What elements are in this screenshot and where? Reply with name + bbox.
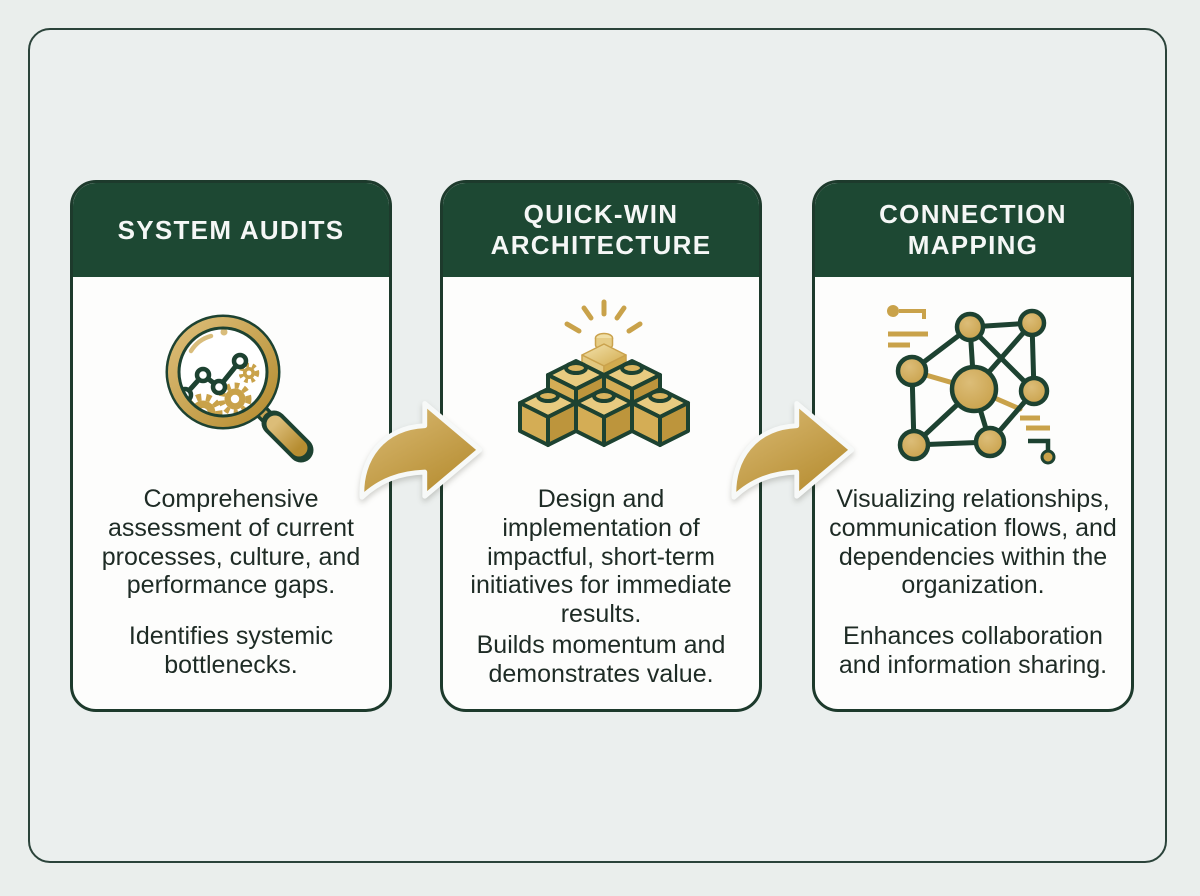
card-header: CONNECTION MAPPING	[815, 183, 1131, 277]
card-system-audits: SYSTEM AUDITS	[70, 180, 392, 712]
flow-arrow-1	[359, 401, 483, 500]
card-title: QUICK-WIN ARCHITECTURE	[490, 199, 712, 260]
network-graph-icon	[880, 293, 1066, 473]
magnifier-analytics-icon	[141, 293, 321, 473]
card-header: SYSTEM AUDITS	[73, 183, 389, 277]
card-paragraph: Design and implementation of impactful, …	[470, 485, 732, 628]
card-header: QUICK-WIN ARCHITECTURE	[443, 183, 759, 277]
card-paragraph: Enhances collaboration and information s…	[838, 622, 1108, 679]
card-body: Comprehensive assessment of current proc…	[73, 277, 389, 709]
card-paragraph: Identifies systemic bottlenecks.	[128, 622, 334, 679]
card-paragraph: Visualizing relationships, communication…	[829, 485, 1117, 600]
magnifier-analytics-svg	[165, 314, 314, 463]
card-body: Design and implementation of impactful, …	[443, 277, 759, 709]
building-blocks-icon	[505, 293, 697, 473]
card-title: CONNECTION MAPPING	[879, 199, 1067, 260]
card-title: SYSTEM AUDITS	[117, 214, 345, 245]
card-paragraph: Comprehensive assessment of current proc…	[101, 485, 361, 600]
flow-arrow-2	[731, 401, 855, 500]
card-body: Visualizing relationships, communication…	[815, 277, 1131, 709]
building-blocks-svg	[518, 299, 690, 447]
card-connection-mapping: CONNECTION MAPPING	[812, 180, 1134, 712]
network-graph-svg	[887, 305, 1056, 465]
card-paragraph: Builds momentum and demonstrates value.	[476, 630, 726, 688]
card-quick-win-architecture: QUICK-WIN ARCHITECTURE	[440, 180, 762, 712]
